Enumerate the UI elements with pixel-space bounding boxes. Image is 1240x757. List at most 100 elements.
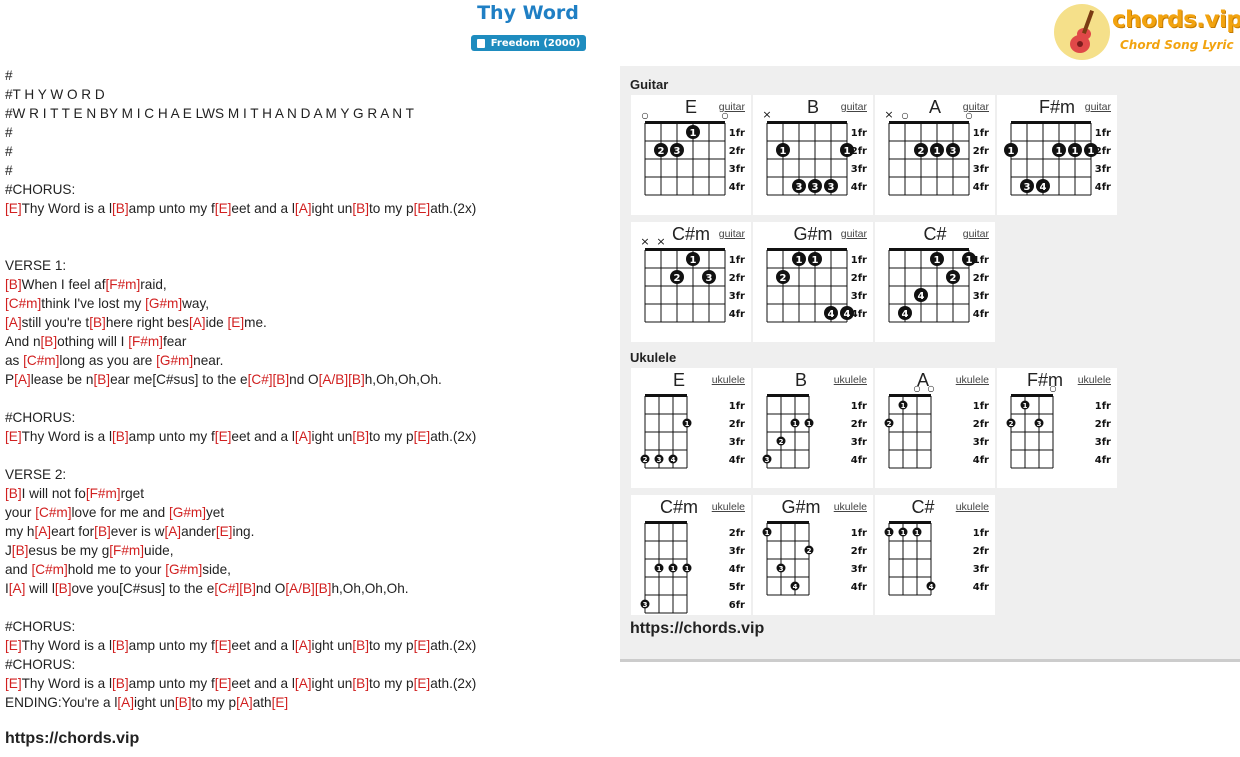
chord-token[interactable]: [E] — [227, 315, 245, 330]
chord-token[interactable]: [B] — [93, 372, 111, 387]
chord-token[interactable]: [F#m] — [128, 334, 163, 349]
site-logo[interactable]: chords.vip Chord Song Lyric — [1054, 4, 1240, 60]
instrument-link[interactable]: guitar — [962, 101, 989, 113]
instrument-link[interactable]: ukulele — [833, 374, 867, 386]
instrument-link[interactable]: ukulele — [1077, 374, 1111, 386]
chord-token[interactable]: [B] — [112, 676, 129, 691]
chord-token[interactable]: [E] — [5, 676, 22, 691]
instrument-link[interactable]: ukulele — [833, 501, 867, 513]
instrument-link[interactable]: ukulele — [711, 501, 745, 513]
chord-token[interactable]: [C#m] — [23, 353, 60, 368]
chord-token[interactable]: [B] — [239, 581, 256, 596]
album-badge[interactable]: Freedom (2000) — [471, 35, 586, 51]
instrument-link[interactable]: guitar — [718, 228, 745, 240]
instrument-link[interactable]: guitar — [840, 101, 867, 113]
lyrics-block: ##T H Y W O R D#W R I T T E N BY M I C H… — [5, 66, 605, 712]
chord-token[interactable]: [A] — [294, 676, 312, 691]
chord-token[interactable]: [B] — [11, 543, 29, 558]
chord-token[interactable]: [E] — [413, 201, 431, 216]
footer-link[interactable]: https://chords.vip — [5, 730, 140, 747]
chord-token[interactable]: [A] — [294, 201, 312, 216]
chord-token[interactable]: [G#m] — [168, 505, 206, 520]
chord-token[interactable]: [B] — [112, 638, 129, 653]
chord-token[interactable]: [A] — [164, 524, 182, 539]
instrument-link[interactable]: guitar — [962, 228, 989, 240]
finger-number: 1 — [934, 146, 941, 157]
chord-token[interactable]: [A] — [188, 315, 206, 330]
chord-token[interactable]: [B] — [94, 524, 111, 539]
chord-token[interactable]: [E] — [5, 638, 22, 653]
chord-token[interactable]: [B] — [352, 429, 369, 444]
chord-token[interactable]: [B] — [272, 372, 290, 387]
chord-token[interactable]: [A] — [294, 429, 312, 444]
finger-number: 2 — [807, 547, 812, 555]
chord-token[interactable]: [C#] — [247, 372, 273, 387]
chord-token[interactable]: [A] — [34, 524, 52, 539]
chord-token[interactable]: [E] — [214, 638, 232, 653]
chord-token[interactable]: [E] — [413, 429, 431, 444]
chord-token[interactable]: [B] — [89, 315, 106, 330]
chord-token[interactable]: [F#m] — [105, 277, 141, 292]
chord-token[interactable]: [B] — [174, 695, 192, 710]
instrument-link[interactable]: guitar — [718, 101, 745, 113]
chord-token[interactable]: [B] — [5, 277, 22, 292]
chord-token[interactable]: [A] — [117, 695, 135, 710]
chord-token[interactable]: [C#m] — [35, 505, 72, 520]
chord-token[interactable]: [E] — [5, 201, 22, 216]
chord-token[interactable]: [E] — [215, 524, 233, 539]
chord-token[interactable]: [E] — [214, 429, 232, 444]
chord-token[interactable]: [A] — [8, 581, 26, 596]
chord-token[interactable]: [B] — [352, 201, 369, 216]
chord-token[interactable]: [E] — [413, 676, 431, 691]
chord-token[interactable]: [G#m] — [156, 353, 194, 368]
chord-token[interactable]: [C#] — [214, 581, 240, 596]
chord-token[interactable]: [A] — [5, 315, 22, 330]
chord-token[interactable]: [B] — [5, 486, 22, 501]
chord-token[interactable]: [F#m] — [85, 486, 121, 501]
chord-token[interactable]: [B] — [348, 372, 365, 387]
chord-token[interactable]: [C#m] — [5, 296, 42, 311]
chord-token[interactable]: [C#m] — [31, 562, 68, 577]
panel-link[interactable]: https://chords.vip — [630, 620, 765, 637]
chord-token[interactable]: [E] — [271, 695, 289, 710]
instrument-link[interactable]: ukulele — [955, 501, 989, 513]
instrument-link[interactable]: ukulele — [955, 374, 989, 386]
chord-token[interactable]: [B] — [40, 334, 58, 349]
chord-token[interactable]: [G#m] — [145, 296, 183, 311]
chord-token[interactable]: [F#m] — [109, 543, 145, 558]
chord-token[interactable]: [E] — [214, 201, 232, 216]
chord-token[interactable]: [B] — [112, 429, 129, 444]
chord-token[interactable]: [E] — [214, 676, 232, 691]
chord-token[interactable]: [A] — [14, 372, 31, 387]
chord-token[interactable]: [B] — [352, 676, 369, 691]
chord-token[interactable]: [A] — [236, 695, 253, 710]
chord-token[interactable]: [A/B] — [285, 581, 315, 596]
chord-token[interactable]: [B] — [314, 581, 332, 596]
chord-token[interactable]: [G#m] — [165, 562, 203, 577]
instrument-link[interactable]: guitar — [1084, 101, 1111, 113]
chord-token[interactable]: [B] — [54, 581, 72, 596]
chord-token[interactable]: [A] — [294, 638, 312, 653]
chord-token[interactable]: [B] — [352, 638, 369, 653]
chord-token[interactable]: [E] — [5, 429, 22, 444]
chord-token[interactable]: [B] — [112, 201, 129, 216]
chord-token[interactable]: [E] — [413, 638, 431, 653]
chord-token[interactable]: [A/B] — [318, 372, 349, 387]
instrument-link[interactable]: ukulele — [711, 374, 745, 386]
instrument-link[interactable]: guitar — [840, 228, 867, 240]
lyric-text: your — [5, 505, 36, 520]
